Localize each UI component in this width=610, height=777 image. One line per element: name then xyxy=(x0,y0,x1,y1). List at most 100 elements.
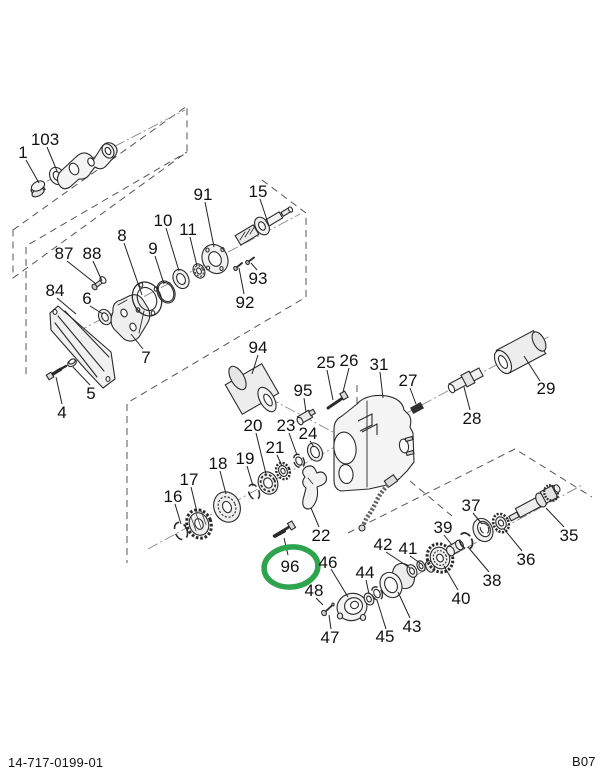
part-shape xyxy=(333,394,415,492)
part-shape xyxy=(220,246,225,253)
part-shape xyxy=(99,276,107,284)
part-shape xyxy=(156,280,176,304)
group-dashed-box xyxy=(25,151,188,374)
leader-line xyxy=(259,198,270,227)
part-shape xyxy=(120,308,128,318)
part-label-26: 26 xyxy=(340,351,359,370)
part-shape xyxy=(292,453,306,469)
part-shape xyxy=(404,435,414,443)
part-label-92: 92 xyxy=(236,293,255,312)
leader-line xyxy=(309,440,315,448)
leader-line xyxy=(326,369,334,401)
part-shape xyxy=(68,162,80,176)
part-label-20: 20 xyxy=(244,416,263,435)
leader-line xyxy=(385,551,411,569)
part-shape xyxy=(307,408,317,417)
part-label-35: 35 xyxy=(560,526,579,545)
part-label-38: 38 xyxy=(483,571,502,590)
part-shape xyxy=(205,265,211,271)
part-shape xyxy=(263,393,273,407)
part-shape xyxy=(409,402,425,414)
part-label-25: 25 xyxy=(317,353,336,372)
part-shape xyxy=(286,520,297,531)
part-shape xyxy=(384,576,398,594)
part-shape xyxy=(200,510,207,525)
part-shape xyxy=(326,397,344,410)
part-shape xyxy=(445,545,456,557)
part-shape xyxy=(185,508,213,540)
part-shape xyxy=(373,588,381,599)
part-label-41: 41 xyxy=(399,539,418,558)
part-shape xyxy=(263,477,273,489)
part-shape xyxy=(233,265,238,272)
part-shape xyxy=(339,390,349,401)
part-shape xyxy=(45,371,55,381)
leader-line xyxy=(204,201,215,248)
part-label-96: 96 xyxy=(281,557,300,576)
part-label-7: 7 xyxy=(141,348,150,367)
leader-line xyxy=(251,354,259,375)
leader-line xyxy=(545,507,565,528)
part-label-9: 9 xyxy=(148,239,157,258)
part-label-16: 16 xyxy=(164,487,183,506)
part-shape xyxy=(104,146,112,156)
part-shape xyxy=(418,562,424,570)
part-shape xyxy=(54,322,98,378)
part-shape xyxy=(228,365,247,391)
part-shape xyxy=(359,613,367,622)
leader-line xyxy=(190,486,198,513)
part-label-46: 46 xyxy=(319,553,338,572)
assembly-centerline xyxy=(147,441,345,550)
part-label-91: 91 xyxy=(194,185,213,204)
part-shape xyxy=(447,383,456,394)
part-label-43: 43 xyxy=(403,617,422,636)
leader-line xyxy=(255,432,267,475)
part-shape xyxy=(190,516,197,532)
part-shape xyxy=(370,586,384,601)
part-shape xyxy=(398,438,410,454)
part-shape xyxy=(497,519,505,527)
part-label-103: 103 xyxy=(31,130,59,149)
part-label-40: 40 xyxy=(452,589,471,608)
leader-line xyxy=(376,599,387,630)
part-shape xyxy=(321,609,327,617)
part-shape xyxy=(157,281,175,303)
part-label-1: 1 xyxy=(18,143,27,162)
part-shape xyxy=(508,511,520,522)
leader-line xyxy=(130,333,144,350)
part-shape xyxy=(194,265,204,277)
part-shape xyxy=(295,456,303,466)
part-shape xyxy=(458,532,474,550)
part-shape xyxy=(91,283,98,291)
part-label-44: 44 xyxy=(356,563,375,582)
leader-line xyxy=(189,236,198,267)
leader-line xyxy=(165,227,180,272)
part-label-47: 47 xyxy=(321,628,340,647)
part-shape xyxy=(338,463,354,485)
part-shape xyxy=(287,206,294,213)
part-shape xyxy=(205,247,210,253)
leader-line xyxy=(523,355,541,382)
part-shape xyxy=(531,331,547,352)
part-shape xyxy=(310,445,320,459)
part-label-10: 10 xyxy=(154,211,173,230)
part-label-31: 31 xyxy=(370,355,389,374)
part-shape xyxy=(30,180,46,192)
page-code: B07 xyxy=(572,754,596,769)
group-dashed-box xyxy=(126,179,307,563)
leader-line xyxy=(303,397,307,413)
part-shape xyxy=(349,600,360,610)
part-label-42: 42 xyxy=(374,535,393,554)
part-shape xyxy=(208,251,222,267)
part-shape xyxy=(105,376,111,382)
part-shape xyxy=(336,612,344,620)
part-shape xyxy=(553,484,561,493)
leader-line xyxy=(315,597,324,606)
part-shape xyxy=(64,310,110,358)
leader-line xyxy=(55,376,63,405)
leader-line xyxy=(66,260,97,285)
part-shape xyxy=(247,483,261,501)
part-shape xyxy=(302,465,328,510)
part-label-15: 15 xyxy=(249,182,268,201)
part-label-95: 95 xyxy=(294,381,313,400)
